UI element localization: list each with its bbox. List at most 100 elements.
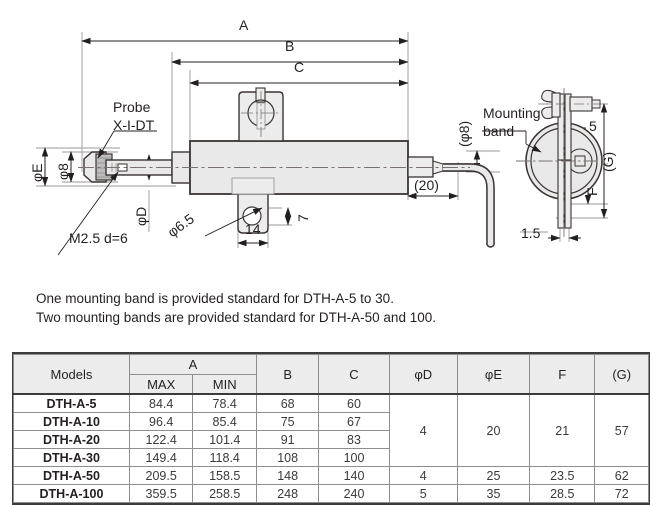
table-body: DTH-A-5 84.4 78.4 68 60 4 20 21 57 DTH-A… xyxy=(13,393,649,503)
leader-lines xyxy=(57,130,542,256)
notes-block: One mounting band is provided standard f… xyxy=(36,289,436,327)
cell-g-merged: 57 xyxy=(594,393,649,467)
cable-end-cap xyxy=(486,244,495,248)
cable-fill xyxy=(443,164,494,247)
cell-b: 148 xyxy=(255,466,320,485)
header-b: B xyxy=(255,354,320,395)
cell-model: DTH-A-5 xyxy=(13,393,130,413)
cell-phi-e: 35 xyxy=(456,484,531,503)
cell-f-merged: 21 xyxy=(529,393,596,467)
dim-label-7: 7 xyxy=(295,214,311,222)
leader-phi65 xyxy=(204,207,263,237)
header-phi-e: φE xyxy=(456,354,531,395)
cell-a-max: 149.4 xyxy=(128,448,194,467)
cell-c: 240 xyxy=(318,484,390,503)
cell-f: 23.5 xyxy=(529,466,596,485)
cell-model: DTH-A-30 xyxy=(13,448,130,467)
cell-f: 28.5 xyxy=(529,484,596,503)
cell-model: DTH-A-10 xyxy=(13,412,130,431)
cell-c: 100 xyxy=(318,448,390,467)
cell-a-min: 101.4 xyxy=(192,430,257,449)
dim-label-c: C xyxy=(294,59,305,75)
table-header-row-1: Models A B C φD φE F (G) xyxy=(13,354,649,395)
table-row: DTH-A-5 84.4 78.4 68 60 4 20 21 57 xyxy=(13,393,649,467)
dim-label-g: (G) xyxy=(600,151,616,172)
header-a-min: MIN xyxy=(192,374,257,395)
specification-table-wrapper: Models A B C φD φE F (G) MAX MIN DTH-A-5… xyxy=(12,352,650,505)
top-dimension-lines xyxy=(81,37,409,87)
dim-label-14: 14 xyxy=(245,221,261,237)
band-centerlines xyxy=(516,88,600,240)
drawing-svg xyxy=(36,32,608,256)
cable-gland xyxy=(407,156,434,178)
dim-label-f: F xyxy=(584,187,600,196)
cell-a-min: 158.5 xyxy=(192,466,257,485)
cell-c: 140 xyxy=(318,466,390,485)
cell-model: DTH-A-50 xyxy=(13,466,130,485)
dim-label-5: 5 xyxy=(589,118,597,134)
header-f: F xyxy=(529,354,596,395)
band-tab-lower-right xyxy=(564,159,572,229)
header-g: (G) xyxy=(594,354,649,395)
annotation-probe-line2: X-I-DT xyxy=(113,117,155,133)
cell-a-max: 122.4 xyxy=(128,430,194,449)
dim-label-phi8-left: φ8 xyxy=(55,163,71,180)
dim-label-a: A xyxy=(239,17,249,33)
extension-lines xyxy=(36,32,608,248)
cell-a-max: 96.4 xyxy=(128,412,194,431)
note-line-2: Two mounting bands are provided standard… xyxy=(36,310,436,326)
cell-a-min: 85.4 xyxy=(192,412,257,431)
cell-c: 67 xyxy=(318,412,390,431)
table-head: Models A B C φD φE F (G) MAX MIN xyxy=(13,354,649,395)
cell-phi-e-merged: 20 xyxy=(456,393,531,467)
dim-label-20: (20) xyxy=(414,177,439,193)
cable-outer-bottom xyxy=(443,170,488,245)
cell-g: 62 xyxy=(594,466,649,485)
dim-label-phid: φD xyxy=(133,206,149,226)
dim-label-phi8-right: (φ8) xyxy=(456,120,472,147)
leader-probe xyxy=(97,130,115,159)
header-models: Models xyxy=(13,354,130,395)
technical-drawing: A B C φE φ8 φD Probe X-I-DT M2.5 d=6 φ6.… xyxy=(29,17,616,256)
cell-b: 91 xyxy=(255,430,320,449)
cell-model: DTH-A-20 xyxy=(13,430,130,449)
cell-b: 108 xyxy=(255,448,320,467)
mounting-band-view xyxy=(516,88,603,240)
dim-label-1p5: 1.5 xyxy=(521,225,541,241)
cell-phi-d-merged: 4 xyxy=(388,393,458,467)
leader-thread xyxy=(57,171,119,256)
cell-b: 68 xyxy=(255,393,320,413)
cell-a-min: 78.4 xyxy=(192,393,257,413)
table-row: DTH-A-50 209.5 158.5 148 140 4 25 23.5 6… xyxy=(13,466,649,485)
cell-c: 83 xyxy=(318,430,390,449)
cell-a-max: 84.4 xyxy=(128,393,194,413)
clamp-screw-stem xyxy=(255,87,266,103)
annotation-mounting-line1: Mounting xyxy=(483,105,541,121)
header-a-max: MAX xyxy=(128,374,194,395)
header-a: A xyxy=(128,354,257,375)
header-c: C xyxy=(318,354,390,395)
table-row: DTH-A-20 122.4 101.4 91 83 xyxy=(13,430,649,449)
cell-phi-e: 25 xyxy=(456,466,531,485)
bracket-dimensions xyxy=(237,207,292,247)
table-row: DTH-A-30 149.4 118.4 108 100 xyxy=(13,448,649,467)
annotation-mounting-line2: band xyxy=(483,123,515,139)
band-tab-lower-left xyxy=(557,159,565,229)
dim-label-b: B xyxy=(285,38,295,54)
wing-hub xyxy=(551,92,561,118)
cell-phi-d: 4 xyxy=(388,466,458,485)
specification-table: Models A B C φD φE F (G) MAX MIN DTH-A-5… xyxy=(13,354,649,503)
instrument-body xyxy=(78,87,495,248)
table-header-row-2: MAX MIN xyxy=(14,374,649,395)
cell-a-min: 118.4 xyxy=(192,448,257,467)
header-phi-d: φD xyxy=(388,354,458,395)
note-line-1: One mounting band is provided standard f… xyxy=(36,291,394,306)
cell-b: 248 xyxy=(255,484,320,503)
cell-b: 75 xyxy=(255,412,320,431)
cell-a-max: 209.5 xyxy=(128,466,194,485)
cell-c: 60 xyxy=(318,393,390,413)
leader-mounting-band xyxy=(525,143,542,153)
annotation-probe-line1: Probe xyxy=(113,99,151,115)
dim-label-phie: φE xyxy=(29,163,45,182)
lug-neck xyxy=(231,177,275,195)
